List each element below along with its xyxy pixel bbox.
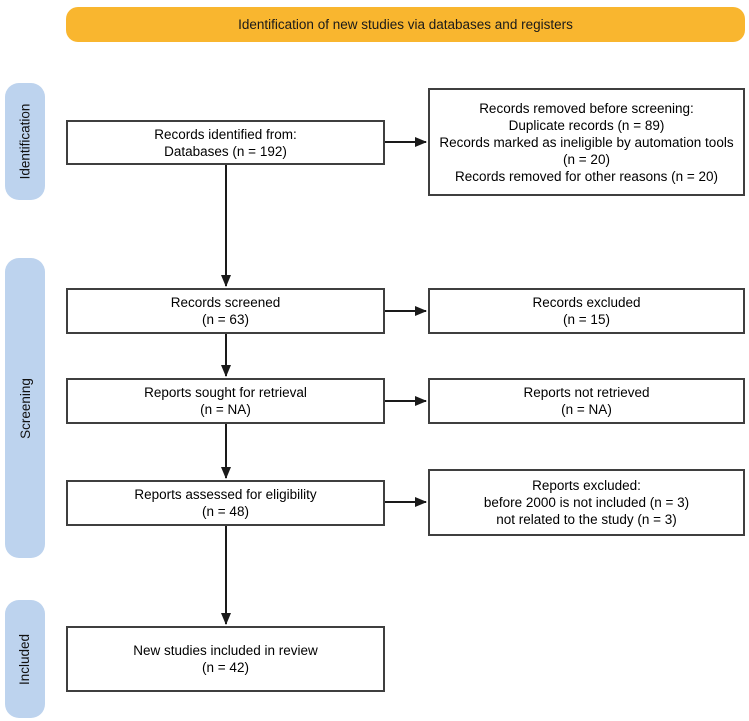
box-text-line: Records removed for other reasons (n = 2… — [455, 168, 718, 184]
box-reports-sought: Reports sought for retrieval (n = NA) — [66, 378, 385, 424]
box-text-line: (n = NA) — [200, 402, 251, 417]
box-text-line: Databases (n = 192) — [164, 143, 287, 159]
box-new-studies-included: New studies included in review (n = 42) — [66, 626, 385, 692]
box-text-line: Reports not retrieved — [523, 385, 650, 400]
box-reports-assessed: Reports assessed for eligibility (n = 48… — [66, 480, 385, 526]
box-text-line: (n = 15) — [563, 312, 610, 327]
box-records-removed: Records removed before screening: Duplic… — [428, 88, 745, 196]
box-text-line: Reports excluded: — [532, 478, 641, 493]
stage-label-identification: Identification — [5, 83, 45, 200]
box-records-screened: Records screened (n = 63) — [66, 288, 385, 334]
banner-title: Identification of new studies via databa… — [66, 7, 745, 42]
box-text-line: (n = 63) — [202, 312, 249, 327]
box-text-line: Records removed before screening: — [479, 100, 694, 116]
box-reports-excluded: Reports excluded: before 2000 is not inc… — [428, 469, 745, 536]
stage-label-screening: Screening — [5, 258, 45, 558]
box-records-identified: Records identified from: Databases (n = … — [66, 120, 385, 165]
stage-label-text: Screening — [17, 377, 33, 439]
stage-label-included: Included — [5, 600, 45, 718]
box-text-line: (n = 48) — [202, 504, 249, 519]
box-text-line: (n = 42) — [202, 660, 249, 675]
box-text-line: Records excluded — [532, 295, 641, 310]
box-records-excluded: Records excluded (n = 15) — [428, 288, 745, 334]
box-reports-not-retrieved: Reports not retrieved (n = NA) — [428, 378, 745, 424]
box-text-line: (n = NA) — [561, 402, 612, 417]
box-text-line: New studies included in review — [133, 643, 318, 658]
box-text-line: Records identified from: — [154, 126, 297, 142]
box-text-line: Reports assessed for eligibility — [134, 487, 317, 502]
box-text-line: before 2000 is not included (n = 3) — [483, 495, 690, 510]
stage-label-text: Identification — [17, 103, 33, 180]
box-text-line: Records screened — [170, 295, 281, 310]
stage-label-text: Included — [17, 633, 33, 685]
box-text-line: Records marked as ineligible by automati… — [439, 134, 734, 167]
box-text-line: not related to the study (n = 3) — [496, 512, 677, 527]
box-text-line: Reports sought for retrieval — [144, 385, 307, 400]
box-text-line: Duplicate records (n = 89) — [508, 117, 665, 133]
